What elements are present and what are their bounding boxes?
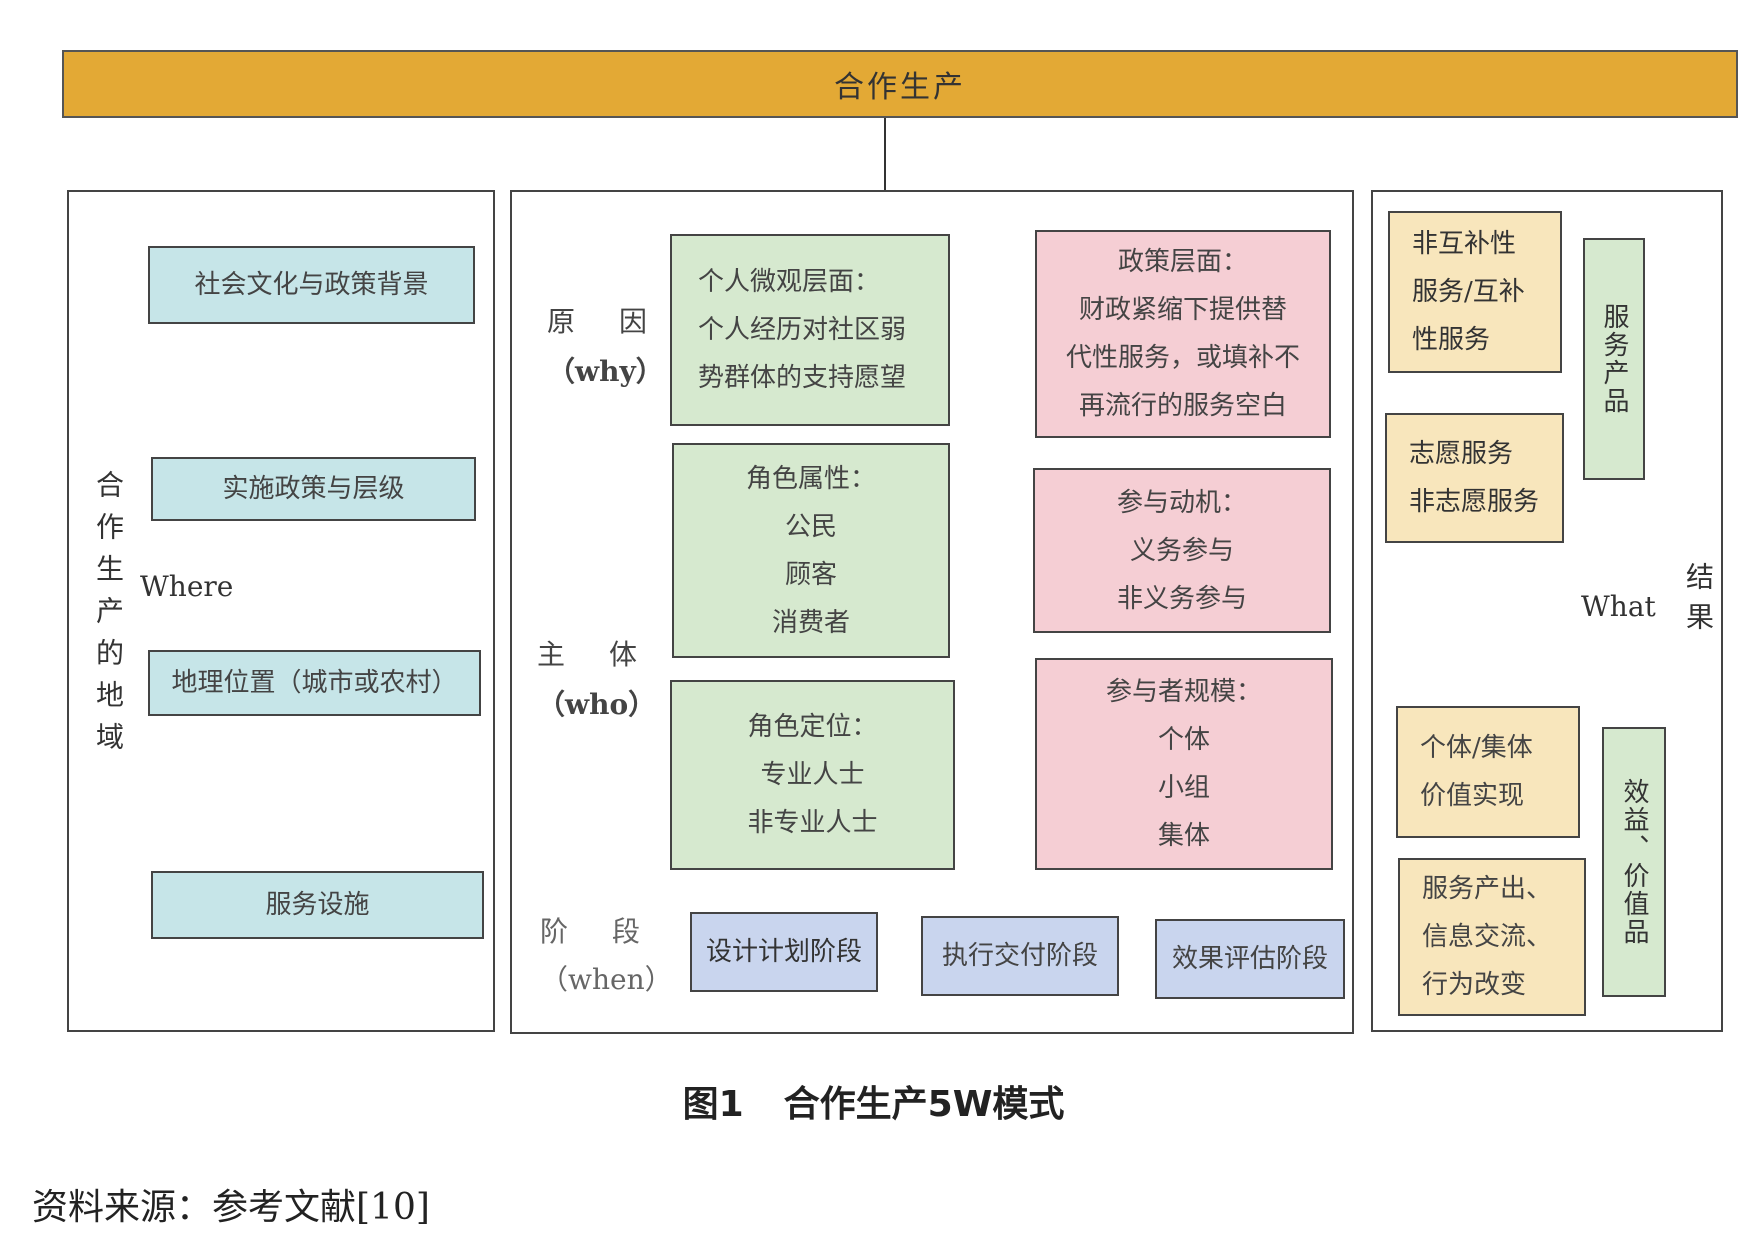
- what-side-title: 结果: [1682, 562, 1715, 642]
- role-positioning-line: 非专业人士: [747, 808, 878, 838]
- what-label: What: [1581, 590, 1656, 623]
- where-label: Where: [140, 570, 234, 603]
- when-label: 阶 段: [540, 915, 649, 948]
- policy-layer-line: 财政紧缩下提供替: [1078, 295, 1287, 325]
- top-banner: 合作生产: [62, 50, 1738, 118]
- complementary-service-box: 非互补性 服务/互补 性服务: [1388, 211, 1562, 373]
- who-label: 主 体: [537, 638, 646, 671]
- service-output-box: 服务产出、 信息交流、 行为改变: [1398, 858, 1586, 1016]
- individual-micro-line: 个人经历对社区弱: [698, 315, 907, 345]
- individual-micro-line: 势群体的支持愿望: [698, 363, 907, 393]
- volunteer-service-line: 志愿服务: [1409, 439, 1514, 469]
- service-output-line: 服务产出、: [1422, 874, 1553, 904]
- facilities-box: 服务设施: [151, 871, 484, 939]
- figure-caption: 图1 合作生产5W模式: [0, 1075, 1747, 1127]
- role-attribute-line: 角色属性：: [745, 463, 876, 494]
- value-realization-line: 个体/集体: [1420, 733, 1533, 763]
- motivation-box: 参与动机： 义务参与 非义务参与: [1033, 468, 1331, 633]
- location-box: 地理位置（城市或农村）: [148, 650, 481, 716]
- service-product-box: 服务产品: [1583, 238, 1645, 480]
- value-realization-line: 价值实现: [1420, 781, 1525, 811]
- top-banner-title: 合作生产: [834, 70, 966, 105]
- benefit-value-text: 效益、价值品: [1619, 778, 1649, 946]
- role-attribute-line: 消费者: [771, 607, 850, 638]
- stage-evaluation-text: 效果评估阶段: [1171, 944, 1328, 974]
- complementary-service-line: 非互补性: [1412, 229, 1517, 259]
- stage-design-box: 设计计划阶段: [690, 912, 878, 992]
- complementary-service-line: 性服务: [1412, 325, 1491, 355]
- individual-micro-box: 个人微观层面： 个人经历对社区弱 势群体的支持愿望: [670, 234, 950, 426]
- context-box: 社会文化与政策背景: [148, 246, 475, 324]
- context-box-text: 社会文化与政策背景: [194, 270, 429, 300]
- when-label-en: （when）: [540, 963, 673, 996]
- policy-layer-line: 政策层面：: [1117, 247, 1248, 277]
- figure-number: 图1: [682, 1084, 744, 1125]
- why-label: 原 因: [547, 305, 656, 338]
- role-positioning-line: 角色定位：: [747, 712, 878, 742]
- service-product-text: 服务产品: [1599, 303, 1629, 415]
- stage-execution-text: 执行交付阶段: [941, 941, 1098, 971]
- facilities-box-text: 服务设施: [265, 890, 370, 920]
- why-label-en: （why）: [547, 355, 664, 388]
- figure-title: 合作生产5W模式: [783, 1084, 1065, 1125]
- policy-level-box-text: 实施政策与层级: [222, 474, 405, 504]
- source-note: 资料来源：参考文献[10]: [32, 1187, 430, 1228]
- motivation-line: 参与动机：: [1116, 487, 1247, 518]
- participant-scale-line: 个体: [1157, 725, 1210, 755]
- policy-layer-box: 政策层面： 财政紧缩下提供替 代性服务，或填补不 再流行的服务空白: [1035, 230, 1331, 438]
- motivation-line: 义务参与: [1129, 535, 1234, 566]
- stage-execution-box: 执行交付阶段: [921, 916, 1119, 996]
- role-attribute-line: 顾客: [784, 559, 837, 590]
- individual-micro-line: 个人微观层面：: [698, 267, 881, 297]
- service-output-line: 信息交流、: [1422, 922, 1553, 952]
- motivation-line: 非义务参与: [1116, 583, 1247, 614]
- benefit-value-box: 效益、价值品: [1602, 727, 1666, 997]
- policy-level-box: 实施政策与层级: [151, 457, 476, 521]
- where-side-title: 合作生产的地域: [92, 470, 125, 764]
- stage-evaluation-box: 效果评估阶段: [1155, 919, 1345, 999]
- role-attribute-box: 角色属性： 公民 顾客 消费者: [672, 443, 950, 658]
- stage-design-text: 设计计划阶段: [705, 937, 862, 967]
- policy-layer-line: 代性服务，或填补不: [1065, 343, 1300, 373]
- location-box-text: 地理位置（城市或农村）: [171, 668, 458, 698]
- value-realization-box: 个体/集体 价值实现: [1396, 706, 1580, 838]
- complementary-service-line: 服务/互补: [1412, 277, 1525, 307]
- participant-scale-line: 小组: [1157, 773, 1210, 803]
- participant-scale-line: 集体: [1157, 821, 1210, 851]
- role-attribute-line: 公民: [784, 511, 837, 542]
- policy-layer-line: 再流行的服务空白: [1078, 391, 1287, 421]
- role-positioning-box: 角色定位： 专业人士 非专业人士: [670, 680, 955, 870]
- who-label-en: （who）: [537, 688, 657, 721]
- role-positioning-line: 专业人士: [760, 760, 865, 790]
- volunteer-service-line: 非志愿服务: [1409, 487, 1540, 517]
- service-output-line: 行为改变: [1422, 970, 1527, 1000]
- participant-scale-box: 参与者规模： 个体 小组 集体: [1035, 658, 1333, 870]
- participant-scale-line: 参与者规模：: [1105, 677, 1262, 707]
- volunteer-service-box: 志愿服务 非志愿服务: [1385, 413, 1564, 543]
